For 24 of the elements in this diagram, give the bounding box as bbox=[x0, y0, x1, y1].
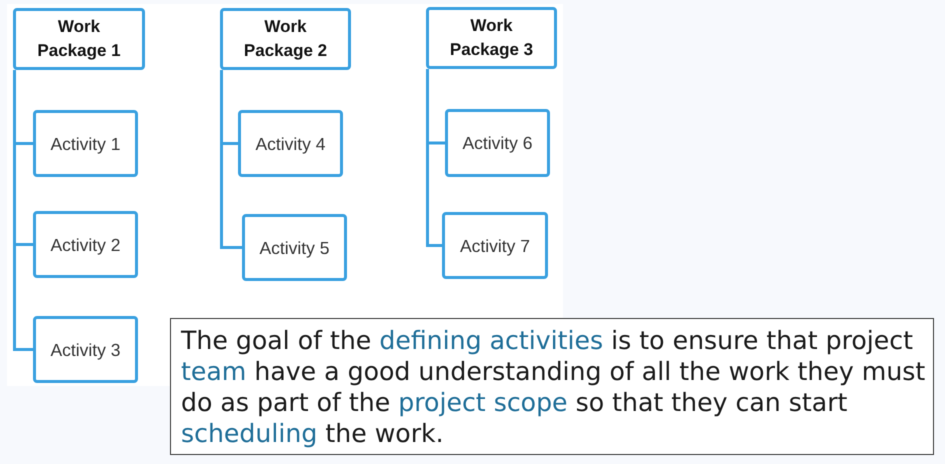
activity-label: Activity 4 bbox=[255, 132, 326, 154]
connector-line bbox=[13, 70, 33, 351]
work-package-label: Work Package 1 bbox=[36, 16, 122, 62]
activity-box bbox=[442, 212, 548, 279]
connector-line bbox=[426, 69, 442, 247]
note-text: The goal of the defining activities is to ensure that project team have a good understanding of all the work they must do as part of the project scope so that they can start scheduling the work. bbox=[181, 325, 926, 449]
work-package-box bbox=[13, 8, 145, 70]
work-package-box bbox=[426, 7, 557, 69]
work-package-label: Work Package 2 bbox=[242, 16, 328, 62]
activity-box bbox=[33, 316, 138, 383]
activity-label: Activity 5 bbox=[259, 236, 330, 258]
activity-box bbox=[33, 211, 138, 278]
work-package-label: Work Package 3 bbox=[448, 15, 534, 61]
connector-line bbox=[220, 70, 242, 249]
activity-label: Activity 6 bbox=[462, 132, 533, 154]
activity-box bbox=[238, 110, 343, 177]
activity-box bbox=[445, 109, 550, 177]
activity-label: Activity 2 bbox=[50, 234, 121, 256]
activity-label: Activity 7 bbox=[460, 234, 530, 256]
activity-label: Activity 3 bbox=[50, 338, 121, 360]
work-package-box bbox=[220, 8, 351, 70]
activity-box bbox=[33, 110, 138, 177]
activity-box bbox=[242, 214, 347, 281]
activity-label: Activity 1 bbox=[50, 132, 121, 154]
